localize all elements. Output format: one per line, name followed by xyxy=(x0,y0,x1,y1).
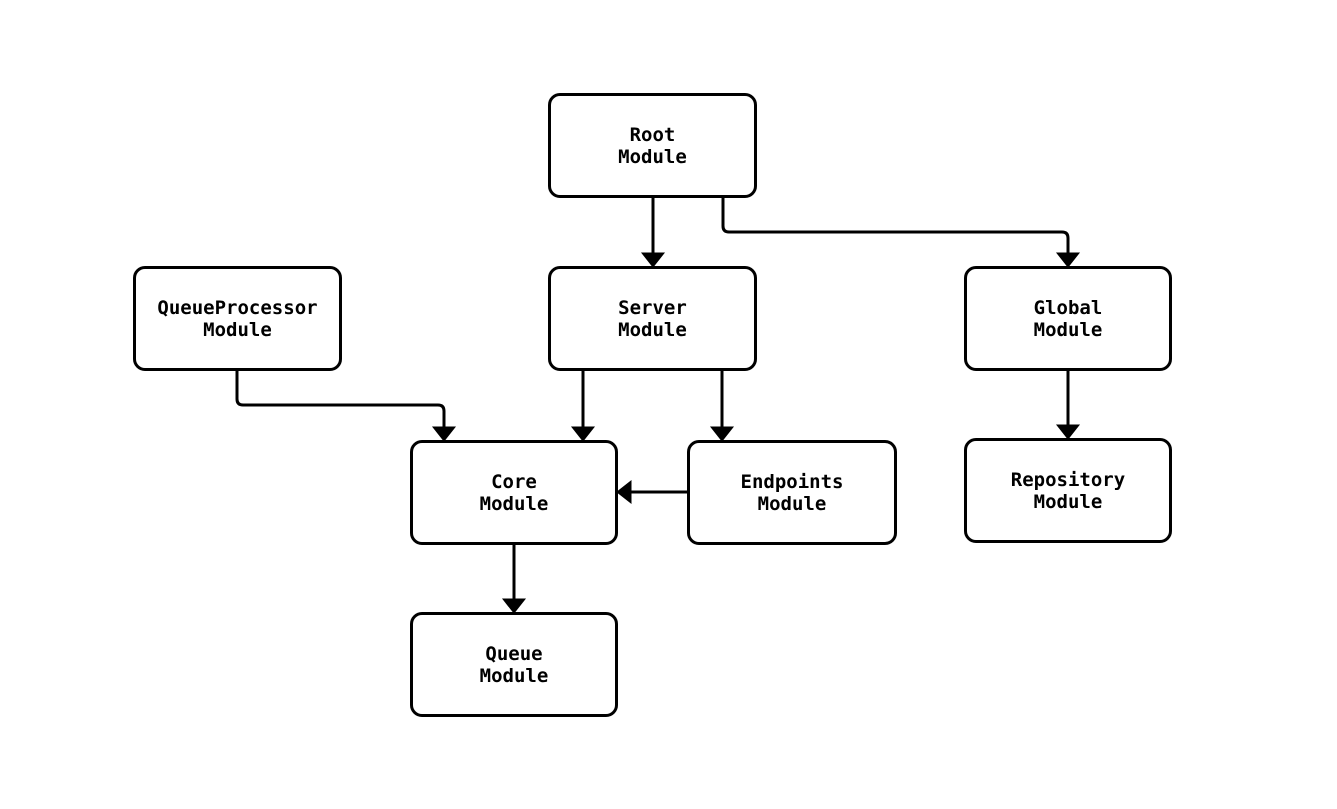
node-queue: Queue Module xyxy=(410,612,618,717)
arrowhead-server-to-core xyxy=(570,426,596,442)
arrowhead-core-to-queue xyxy=(501,598,527,614)
node-label-queueProcessor: QueueProcessor Module xyxy=(157,296,318,341)
node-label-endpoints: Endpoints Module xyxy=(740,470,844,515)
node-label-core: Core Module xyxy=(479,470,549,515)
node-core: Core Module xyxy=(410,440,618,545)
node-server: Server Module xyxy=(548,266,757,371)
node-label-repository: Repository Module xyxy=(1010,468,1126,513)
node-queueProcessor: QueueProcessor Module xyxy=(133,266,342,371)
node-global: Global Module xyxy=(964,266,1172,371)
node-label-global: Global Module xyxy=(1033,296,1103,341)
node-endpoints: Endpoints Module xyxy=(687,440,897,545)
edge-queueProcessor-to-core xyxy=(235,371,446,434)
arrowhead-endpoints-to-core xyxy=(616,479,632,505)
node-label-root: Root Module xyxy=(618,123,687,168)
node-root: Root Module xyxy=(548,93,757,198)
arrowhead-global-to-repository xyxy=(1055,424,1081,440)
arrowhead-server-to-endpoints xyxy=(709,426,735,442)
node-label-queue: Queue Module xyxy=(479,642,549,687)
node-label-server: Server Module xyxy=(618,296,687,341)
arrowhead-root-to-global xyxy=(1055,252,1081,268)
edge-root-to-global xyxy=(721,198,1070,260)
node-repository: Repository Module xyxy=(964,438,1172,543)
arrowhead-root-to-server xyxy=(640,252,666,268)
arrowhead-queueProcessor-to-core xyxy=(431,426,457,442)
